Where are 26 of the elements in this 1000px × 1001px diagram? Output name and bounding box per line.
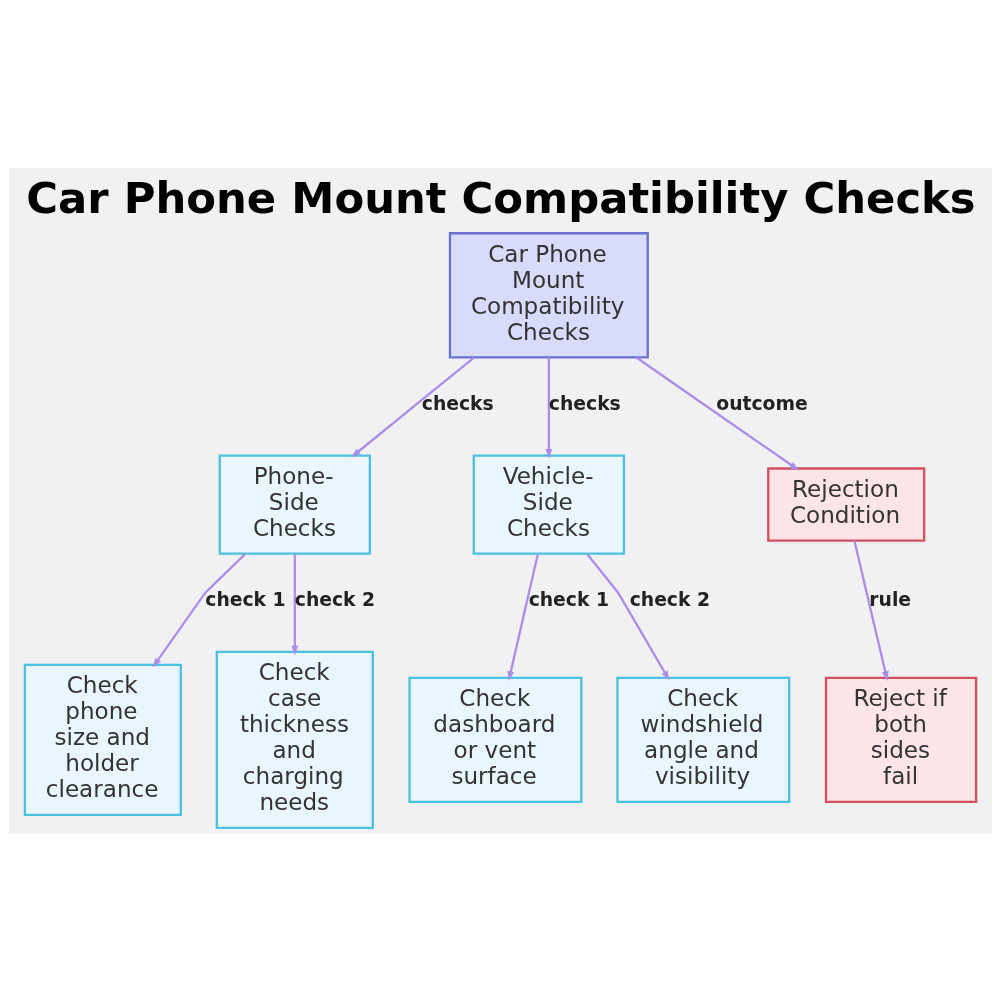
arrow	[635, 356, 799, 470]
arrow	[290, 553, 298, 655]
edge-label: outcome	[715, 392, 808, 414]
edge-label: rule	[868, 588, 911, 610]
arrow	[507, 553, 539, 681]
edge-label: checks	[421, 392, 494, 414]
node-box: Check phone size and holder clearance	[23, 663, 182, 816]
node-box: Check windshield angle and visibility	[615, 676, 790, 803]
arrow	[585, 552, 669, 680]
node-box: Reject if both sides fail	[824, 676, 977, 803]
edge-label: check 2	[629, 588, 710, 610]
edge-label: check 2	[294, 588, 375, 610]
edge-label: check 1	[528, 588, 609, 610]
node-box: Rejection Condition	[766, 466, 925, 542]
node-box: Check dashboard or vent surface	[407, 676, 582, 803]
node-box: Vehicle-Side Checks	[472, 453, 625, 555]
edge-label: checks	[548, 392, 621, 414]
diagram-title: Car Phone Mount Compatibility Checks	[25, 172, 976, 223]
arrow	[544, 357, 552, 459]
arrow	[852, 540, 889, 681]
node-box: Phone-Side Checks	[218, 453, 371, 555]
node-box: Check case thickness and charging needs	[215, 650, 374, 829]
node-box: Car Phone Mount Compatibility Checks	[448, 231, 649, 359]
edge-label: check 1	[204, 588, 286, 610]
arrow	[152, 552, 246, 668]
arrow	[350, 356, 475, 457]
